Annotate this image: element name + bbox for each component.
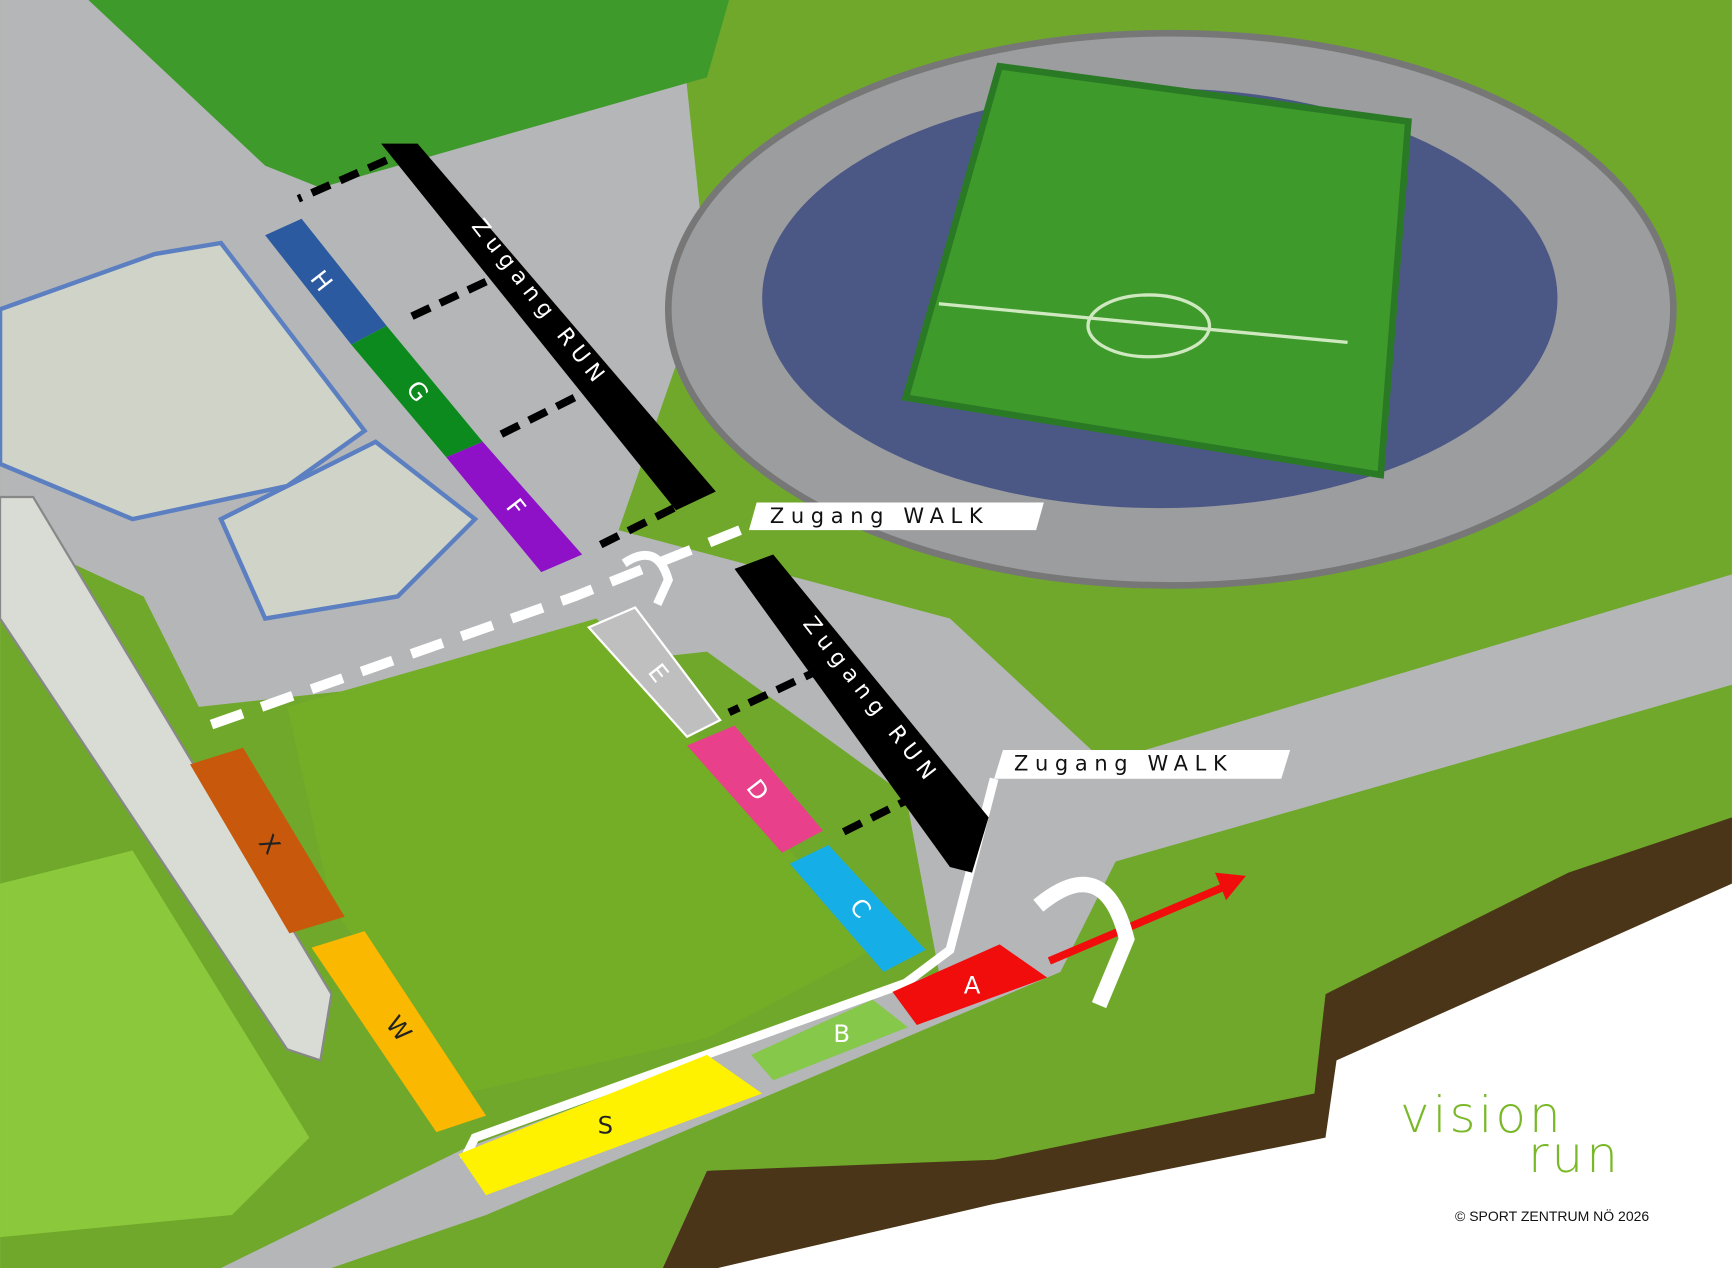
copyright: © SPORT ZENTRUM NÖ 2026 — [1455, 1208, 1650, 1224]
zone-S[interactable]: S — [458, 1054, 763, 1196]
walk-access-sign-2 — [994, 749, 1291, 779]
walk-access-label-2: Zugang WALK — [1014, 751, 1233, 775]
center-circle — [1086, 293, 1212, 359]
logo-line-1: vision — [1400, 1086, 1564, 1144]
run-arrows — [296, 156, 919, 838]
exit-arrow-head — [1215, 872, 1246, 901]
zone-F[interactable]: F — [446, 441, 583, 573]
halfway-line — [938, 302, 1348, 345]
zone-label: A — [964, 970, 981, 999]
zone-G[interactable]: G — [351, 325, 483, 458]
h-building — [0, 240, 368, 522]
walk-route-2 — [459, 777, 999, 1162]
zone-X[interactable]: X — [190, 747, 345, 934]
run-access-band-2 — [734, 554, 989, 873]
zone-E[interactable]: E — [586, 606, 722, 739]
run-access-band-1 — [381, 143, 716, 511]
walk-route-1 — [197, 525, 742, 734]
u-turn-arrow-icon — [621, 550, 673, 607]
vision-run-logo: vision run — [1400, 1086, 1621, 1184]
zone-A[interactable]: A — [892, 944, 1048, 1026]
building-2 — [218, 439, 479, 621]
zone-C[interactable]: C — [789, 844, 926, 972]
walk-access-label-1: Zugang WALK — [770, 504, 989, 528]
top-pitch — [88, 0, 730, 188]
stadium-pitch — [901, 62, 1412, 479]
zone-W[interactable]: W — [311, 931, 487, 1133]
zone-H[interactable]: H — [265, 218, 387, 345]
logo-line-2: run — [1528, 1126, 1621, 1184]
long-building — [0, 495, 333, 1062]
walk-access-sign-1 — [748, 502, 1044, 531]
exit-arrow — [1047, 880, 1234, 965]
zone-label: S — [598, 1111, 613, 1140]
ground-edge — [662, 817, 1732, 1268]
zone-D[interactable]: D — [687, 725, 823, 853]
zone-label: B — [833, 1019, 850, 1048]
bottom-left-pitch — [0, 850, 310, 1238]
zone-B[interactable]: B — [751, 999, 908, 1081]
lawn-center — [287, 618, 873, 1094]
u-turn-arrow-icon — [1033, 876, 1135, 1009]
